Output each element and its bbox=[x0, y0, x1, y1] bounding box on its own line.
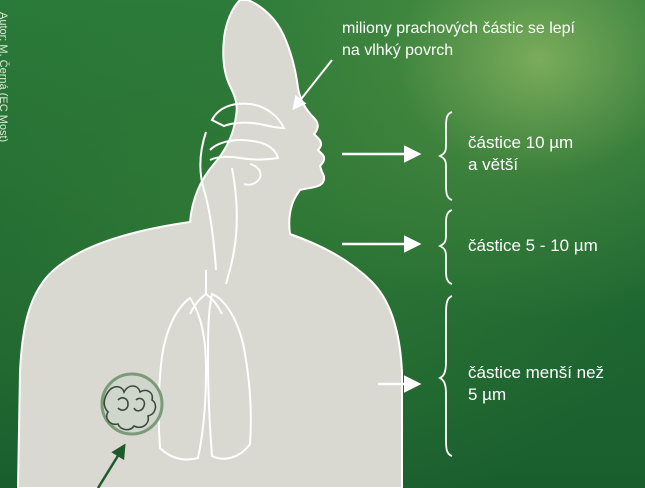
alveoli-magnifier bbox=[102, 374, 162, 434]
brace-10um bbox=[440, 112, 452, 200]
note-pointer-arrow bbox=[294, 60, 332, 108]
brace-5-10um bbox=[440, 210, 452, 284]
brace-small bbox=[440, 296, 452, 456]
